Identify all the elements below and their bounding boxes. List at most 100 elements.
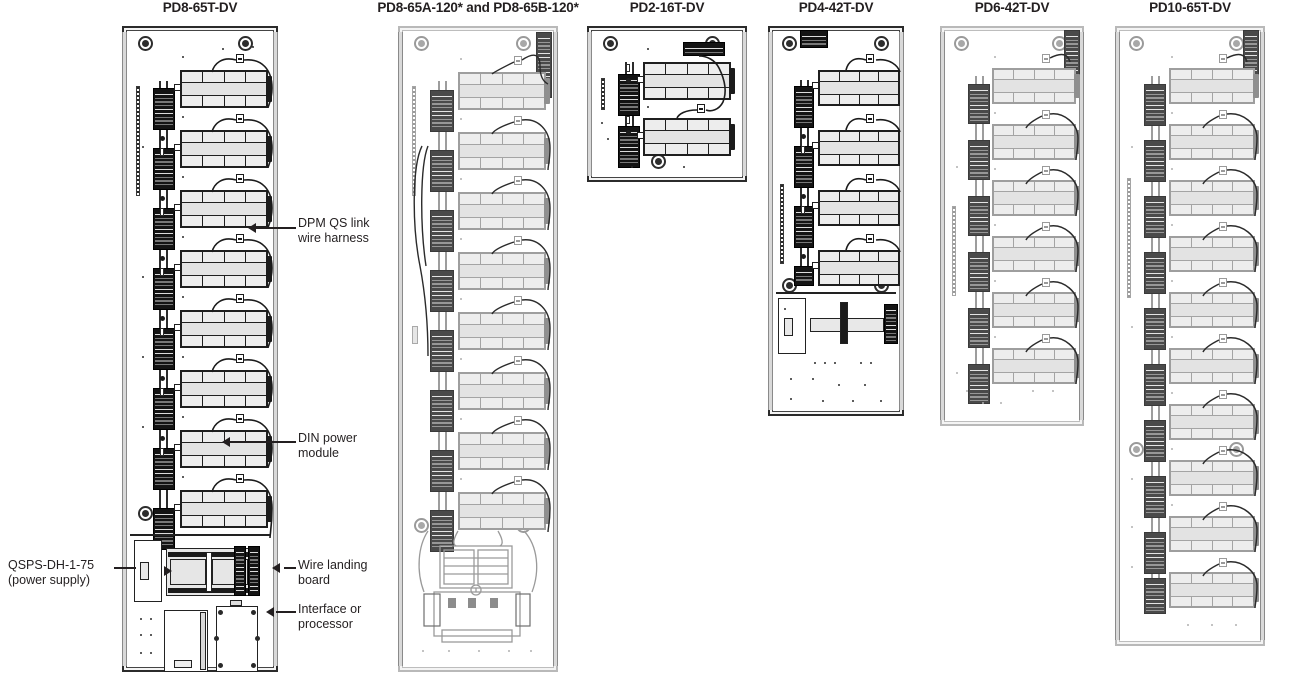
qs-link-connector bbox=[514, 296, 522, 305]
rail-slot bbox=[160, 208, 164, 216]
mounting-hole bbox=[182, 116, 185, 119]
qs-link-connector bbox=[1219, 558, 1227, 567]
qs-link-connector bbox=[1219, 222, 1227, 231]
terminal-block bbox=[1144, 420, 1166, 462]
callout-leader-line bbox=[228, 441, 250, 443]
module-connector bbox=[1074, 298, 1080, 322]
enclosure bbox=[1115, 26, 1265, 646]
module-connector bbox=[1253, 410, 1259, 434]
mounting-hole bbox=[683, 166, 686, 169]
mounting-hole bbox=[150, 652, 153, 655]
din-power-module bbox=[180, 70, 268, 108]
enclosure-left-lip bbox=[1115, 32, 1120, 640]
knockout-ring bbox=[651, 154, 666, 169]
rail-slot bbox=[801, 146, 805, 154]
enclosure-left-lip bbox=[122, 32, 127, 666]
panel-title: PD2-16T-DV bbox=[629, 0, 705, 15]
module-connector bbox=[1253, 298, 1259, 322]
mounting-hole bbox=[1171, 280, 1174, 283]
mounting-hole bbox=[182, 296, 185, 299]
din-power-module bbox=[180, 370, 268, 408]
qs-link-connector bbox=[514, 416, 522, 425]
module-connector bbox=[266, 76, 272, 102]
mounting-hole bbox=[864, 384, 867, 387]
mounting-hole bbox=[460, 358, 463, 361]
enclosure-left-lip bbox=[940, 32, 945, 420]
mounting-hole bbox=[182, 176, 185, 179]
knockout-ring bbox=[414, 36, 429, 51]
callout-leader-line bbox=[276, 611, 296, 613]
callout-arrow bbox=[222, 437, 230, 447]
module-lug bbox=[174, 444, 181, 451]
mounting-hole bbox=[994, 224, 997, 227]
knockout-ring bbox=[238, 36, 253, 51]
callout-arrow bbox=[248, 223, 256, 233]
interface-card-left-edge bbox=[200, 612, 206, 670]
callout-leader-line bbox=[284, 567, 296, 569]
mounting-hole bbox=[1131, 526, 1134, 529]
callout-arrow bbox=[266, 607, 274, 617]
processor-screw bbox=[218, 610, 223, 615]
power-supply-switch bbox=[140, 562, 149, 580]
din-power-module bbox=[1169, 404, 1255, 440]
panel-pd8-65a-120: PD8-65A-120* and PD8-65B-120* bbox=[377, 0, 579, 680]
qs-link-connector bbox=[236, 114, 244, 123]
mounting-hole bbox=[182, 236, 185, 239]
mounting-hole bbox=[142, 426, 145, 429]
mounting-hole bbox=[1131, 566, 1134, 569]
qs-link-connector bbox=[236, 414, 244, 423]
terminal-block bbox=[884, 304, 898, 344]
mounting-hole bbox=[1052, 390, 1055, 393]
terminal-block bbox=[153, 328, 175, 370]
section-divider bbox=[776, 292, 896, 294]
rail-fastener bbox=[801, 134, 806, 139]
enclosure bbox=[768, 26, 904, 416]
module-connector bbox=[266, 436, 272, 462]
terminal-block bbox=[1144, 532, 1166, 574]
mounting-hole bbox=[142, 146, 145, 149]
panel-pd10-65t-dv: PD10-65T-DV bbox=[1115, 0, 1265, 660]
terminal-block bbox=[794, 206, 814, 248]
rail-slot bbox=[626, 116, 630, 124]
din-power-module bbox=[992, 124, 1076, 160]
interface-card-foot bbox=[174, 660, 192, 668]
panel-title: PD8-65A-120* and PD8-65B-120* bbox=[377, 0, 579, 15]
mounting-hole bbox=[1171, 336, 1174, 339]
enclosure-right-lip bbox=[1079, 32, 1084, 420]
din-power-module bbox=[458, 192, 546, 230]
module-connector bbox=[544, 318, 550, 344]
landing-board-body bbox=[170, 559, 206, 585]
callout-din-power-module: DIN power module bbox=[298, 431, 358, 460]
module-connector bbox=[266, 376, 272, 402]
mounting-hole bbox=[631, 166, 634, 169]
terminal-block bbox=[248, 546, 260, 596]
mounting-hole bbox=[860, 362, 863, 365]
din-power-module bbox=[458, 132, 546, 170]
mounting-hole bbox=[460, 298, 463, 301]
mounting-hole bbox=[140, 652, 143, 655]
module-connector bbox=[1074, 130, 1080, 154]
din-power-module bbox=[180, 130, 268, 168]
panel-title: PD4-42T-DV bbox=[798, 0, 874, 15]
rail-fastener bbox=[160, 436, 165, 441]
module-connector bbox=[266, 316, 272, 342]
line-terminal-block bbox=[800, 30, 828, 48]
mounting-hole bbox=[182, 476, 185, 479]
terminal-block bbox=[1144, 196, 1166, 238]
interface-or-processor bbox=[216, 606, 258, 672]
mounting-hole bbox=[790, 378, 793, 381]
mounting-hole bbox=[508, 650, 511, 653]
rail-slot bbox=[626, 64, 630, 72]
qs-link-connector bbox=[514, 116, 522, 125]
enclosure-left-lip bbox=[587, 32, 592, 176]
qs-link-connector bbox=[1042, 166, 1050, 175]
din-power-module bbox=[180, 310, 268, 348]
module-connector bbox=[1253, 522, 1259, 546]
module-lug bbox=[174, 384, 181, 391]
qs-link-connector bbox=[1219, 110, 1227, 119]
enclosure-right-lip bbox=[273, 32, 278, 666]
rail-fastener bbox=[801, 254, 806, 259]
din-power-module bbox=[818, 190, 900, 226]
module-lug bbox=[812, 82, 819, 89]
din-power-module bbox=[992, 292, 1076, 328]
